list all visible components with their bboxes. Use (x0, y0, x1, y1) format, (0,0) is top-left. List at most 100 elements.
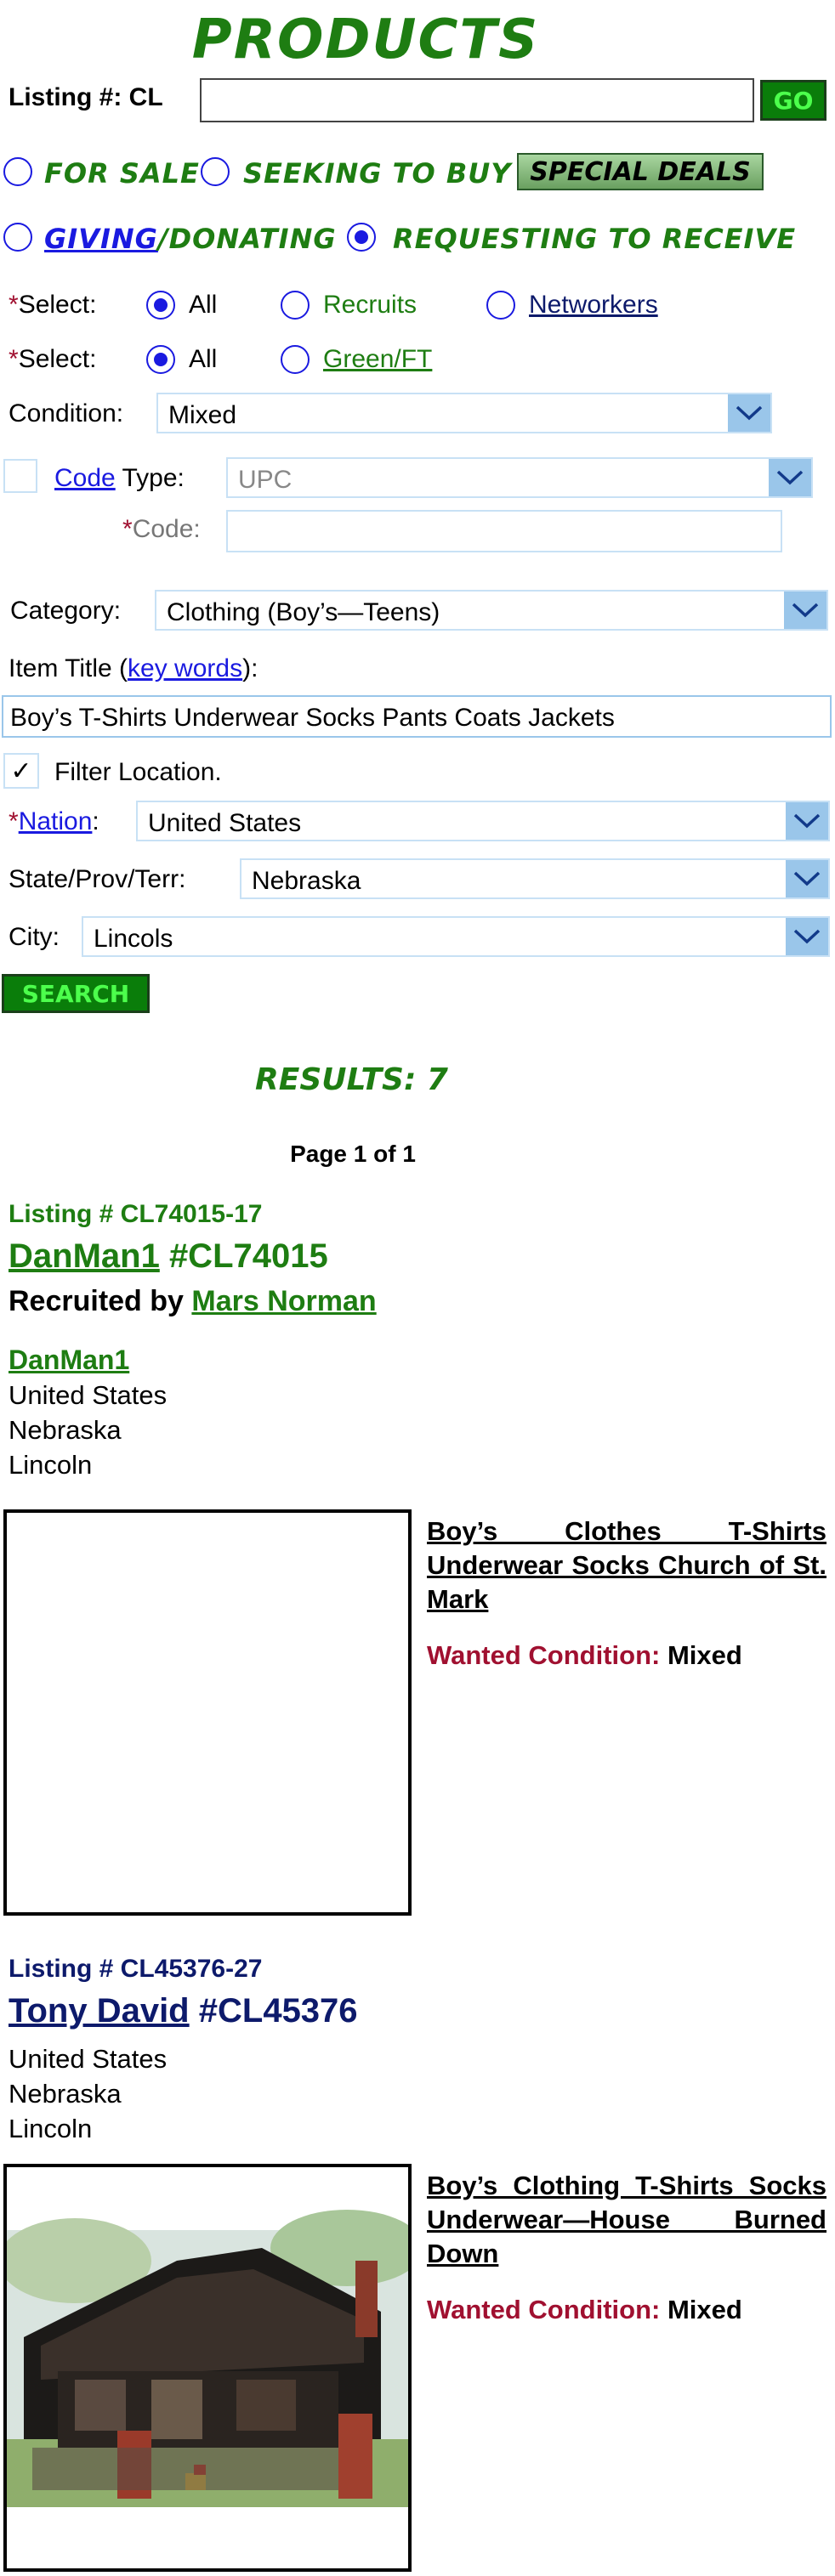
result1-code: #CL74015 (168, 1237, 328, 1275)
code-label: *Code: (122, 515, 201, 543)
wanted-label: Wanted Condition: (427, 1640, 661, 1670)
recruiter-link[interactable]: Mars Norman (191, 1285, 377, 1317)
recruits-label: Recruits (323, 291, 418, 319)
chevron-down-icon (784, 592, 826, 629)
state-label: State/Prov/Terr: (9, 865, 186, 893)
burned-house-image (7, 2167, 408, 2568)
chevron-down-icon (728, 394, 770, 432)
result1-address: DanMan1 United States Nebraska Lincoln (9, 1343, 167, 1482)
listing-input[interactable] (200, 78, 754, 122)
special-deals-label: SPECIAL DEALS (530, 156, 751, 187)
radio-green[interactable] (281, 345, 310, 374)
result2-city: Lincoln (9, 2114, 93, 2143)
code-checkbox[interactable] (3, 459, 37, 493)
result1-recruited: Recruited by Mars Norman (9, 1285, 377, 1318)
radio-all-2[interactable] (146, 345, 175, 374)
radio-all-1[interactable] (146, 291, 175, 320)
donating-text: /DONATING (157, 223, 337, 255)
result2-user-link[interactable]: Tony David (9, 1992, 190, 2030)
city-value: Lincols (94, 925, 173, 953)
result2-wanted: Wanted Condition: Mixed (427, 2295, 742, 2325)
check-icon: ✓ (10, 756, 32, 785)
key-words-link[interactable]: key words (128, 654, 243, 682)
state-select[interactable]: Nebraska (240, 858, 830, 899)
item-title-pre: Item Title ( (9, 654, 128, 682)
code-link[interactable]: Code (54, 464, 116, 492)
networkers-link[interactable]: Networkers (529, 291, 658, 319)
chevron-down-icon (769, 459, 811, 496)
select2-label-text: Select: (18, 345, 97, 373)
chevron-down-icon (786, 860, 828, 897)
result2-listing: Listing # CL45376-27 (9, 1955, 263, 1983)
result2-country: United States (9, 2044, 168, 2074)
recruited-by-text: Recruited by (9, 1285, 184, 1317)
nation-value: United States (148, 809, 302, 837)
category-label: Category: (10, 597, 122, 625)
code-label-text: Code: (132, 515, 201, 543)
radio-giving[interactable] (3, 223, 32, 252)
city-select[interactable]: Lincols (82, 916, 830, 957)
condition-value: Mixed (168, 401, 237, 429)
radio-networkers[interactable] (486, 291, 515, 320)
select1-label-text: Select: (18, 291, 97, 319)
code-input[interactable] (226, 510, 782, 552)
item-title-post: ): (242, 654, 258, 682)
result2-heading: Tony David #CL45376 (9, 1992, 358, 2030)
nation-select[interactable]: United States (136, 801, 830, 841)
result2-photo[interactable] (3, 2164, 412, 2572)
result2-state: Nebraska (9, 2079, 122, 2109)
requesting-label: REQUESTING TO RECEIVE (393, 223, 797, 255)
nation-label: *Nation: (9, 807, 99, 835)
green-ft-link[interactable]: Green/FT (323, 345, 433, 373)
result1-user-link-2[interactable]: DanMan1 (9, 1345, 130, 1375)
code-type-select[interactable]: UPC (226, 457, 813, 498)
select2-label: *Select: (9, 345, 97, 373)
all-label-2: All (189, 345, 218, 373)
type-text: Type: (115, 464, 185, 492)
wanted-value: Mixed (667, 1640, 742, 1670)
result1-item-link[interactable]: Boy’s Clothes T-Shirts Underwear Socks C… (427, 1516, 826, 1614)
result1-wanted: Wanted Condition: Mixed (427, 1640, 742, 1671)
result2-code: #CL45376 (198, 1992, 358, 2030)
radio-requesting[interactable] (347, 223, 376, 252)
city-label: City: (9, 923, 60, 951)
results-title: RESULTS: 7 (255, 1062, 448, 1097)
for-sale-label: FOR SALE (44, 157, 200, 190)
page-title: PRODUCTS (191, 8, 540, 71)
radio-for-sale[interactable] (3, 157, 32, 186)
radio-recruits[interactable] (281, 291, 310, 320)
go-button[interactable]: GO (760, 80, 826, 121)
condition-label: Condition: (9, 399, 124, 427)
result1-state: Nebraska (9, 1415, 122, 1445)
item-title-input[interactable]: Boy’s T-Shirts Underwear Socks Pants Coa… (2, 695, 832, 738)
wanted-value-2: Mixed (667, 2295, 742, 2324)
item-title-label: Item Title (key words): (9, 654, 258, 683)
result1-photo[interactable] (3, 1509, 412, 1916)
wanted-label-2: Wanted Condition: (427, 2295, 661, 2324)
seeking-label: SEEKING TO BUY (243, 157, 512, 190)
special-deals-button[interactable]: SPECIAL DEALS (517, 153, 764, 190)
giving-label: GIVING/DONATING (44, 223, 337, 255)
listing-label: Listing #: CL (9, 83, 163, 111)
result1-user-link[interactable]: DanMan1 (9, 1237, 160, 1275)
search-button[interactable]: SEARCH (2, 974, 150, 1013)
result2-item-link[interactable]: Boy’s Clothing T-Shirts Socks Underwear—… (427, 2171, 826, 2268)
result1-heading: DanMan1 #CL74015 (9, 1237, 328, 1276)
giving-link[interactable]: GIVING (44, 223, 158, 255)
category-value: Clothing (Boy’s—Teens) (167, 598, 440, 626)
condition-select[interactable]: Mixed (156, 393, 772, 433)
code-type-value: UPC (238, 466, 293, 494)
select1-label: *Select: (9, 291, 97, 319)
result1-listing: Listing # CL74015-17 (9, 1200, 263, 1228)
category-select[interactable]: Clothing (Boy’s—Teens) (155, 590, 828, 631)
filter-checkbox[interactable]: ✓ (3, 753, 39, 789)
page-indicator: Page 1 of 1 (290, 1141, 416, 1167)
result2-address: United States Nebraska Lincoln (9, 2041, 167, 2146)
chevron-down-icon (786, 802, 828, 840)
code-type-label: Code Type: (54, 464, 185, 493)
radio-seeking[interactable] (201, 157, 230, 186)
nation-link[interactable]: Nation (18, 807, 93, 835)
item-title-value: Boy’s T-Shirts Underwear Socks Pants Coa… (10, 704, 615, 732)
result1-city: Lincoln (9, 1450, 93, 1480)
state-value: Nebraska (252, 867, 361, 895)
